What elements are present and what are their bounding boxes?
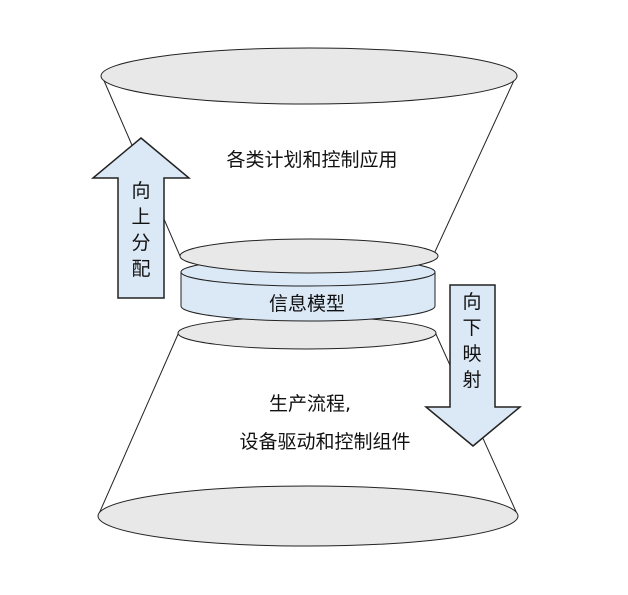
bottom-ellipse [97,485,519,547]
up-arrow-char: 配 [131,258,150,280]
top-ellipse [100,47,518,105]
up-arrow-char: 分 [131,232,150,254]
bottom-section-label-line2: 设备驱动和控制组件 [239,431,410,453]
info-model-label: 信息模型 [269,293,345,315]
down-arrow-char: 向 [462,291,481,313]
down-arrow-char: 映 [462,343,481,365]
waist-lower-disk [177,316,437,350]
up-arrow-shape [90,137,192,299]
up-arrow-char: 向 [131,180,150,202]
up-arrow-label: 向 上 分 配 [131,180,150,280]
waist-upper-disk [179,238,439,274]
bottom-funnel-left-edge [97,331,180,517]
bottom-section-label-line1: 生产流程, [269,393,351,415]
top-section-label: 各类计划和控制应用 [226,149,397,171]
top-funnel-right-edge [432,75,517,257]
down-arrow-shape [423,284,523,447]
down-arrow-char: 射 [462,369,481,391]
down-arrow-label: 向 下 映 射 [462,291,481,391]
down-arrow-char: 下 [462,317,481,339]
up-arrow-char: 上 [131,206,150,228]
